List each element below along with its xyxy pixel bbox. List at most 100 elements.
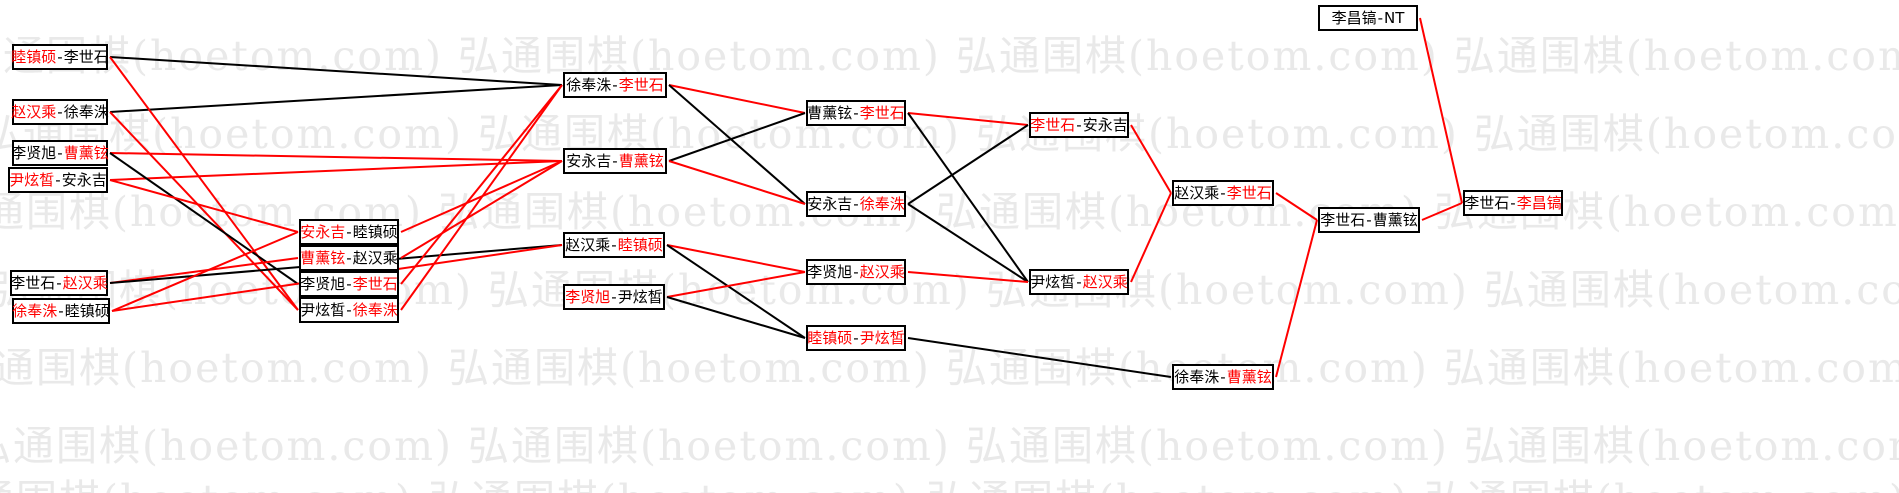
versus-separator: - (612, 75, 618, 94)
player-one: 尹炫皙 (1030, 272, 1076, 291)
versus-separator: - (612, 151, 618, 170)
match-node[interactable]: 曹薰铉-李世石 (806, 100, 906, 126)
player-one: 安永吉 (566, 151, 612, 170)
versus-separator: - (57, 102, 63, 121)
player-one: 徐奉洙 (1174, 367, 1220, 386)
player-one: 尹炫皙 (300, 300, 346, 319)
match-node[interactable]: 睦镇硕-李世石 (11, 44, 109, 70)
player-two: 曹薰铉 (1226, 367, 1272, 386)
player-two: 赵汉乘 (352, 248, 398, 267)
versus-separator: - (611, 235, 617, 254)
match-node[interactable]: 尹炫皙-赵汉乘 (1029, 269, 1129, 295)
player-two: 徐奉洙 (859, 194, 905, 213)
player-two: 赵汉乘 (62, 273, 108, 292)
versus-separator: - (1220, 367, 1226, 386)
player-one: 李世石 (10, 273, 56, 292)
match-node[interactable]: 李世石-安永吉 (1029, 112, 1129, 138)
match-node[interactable]: 睦镇硕-尹炫皙 (806, 325, 906, 351)
player-one: 李贤旭 (11, 143, 57, 162)
versus-separator: - (57, 47, 63, 66)
player-one: 安永吉 (300, 222, 346, 241)
match-node[interactable]: 徐奉洙-曹薰铉 (1172, 364, 1274, 390)
player-two: 徐奉洙 (63, 102, 109, 121)
match-node[interactable]: 徐奉洙-李世石 (563, 72, 667, 98)
player-one: 李贤旭 (300, 274, 346, 293)
player-one: 尹炫皙 (9, 170, 55, 189)
player-two: 曹薰铉 (63, 143, 109, 162)
player-one: 李贤旭 (807, 262, 853, 281)
player-one: 赵汉乘 (11, 102, 57, 121)
player-two: 赵汉乘 (1082, 272, 1128, 291)
player-two: 睦镇硕 (352, 222, 398, 241)
player-one: 曹薰铉 (807, 103, 853, 122)
player-two: NT (1384, 8, 1405, 27)
versus-separator: - (57, 143, 63, 162)
match-node[interactable]: 赵汉乘-睦镇硕 (563, 232, 665, 258)
player-two: 安永吉 (61, 170, 107, 189)
player-two: 李世石 (352, 274, 398, 293)
versus-separator: - (56, 273, 62, 292)
match-node[interactable]: 李世石-李昌镐 (1463, 190, 1563, 216)
player-one: 睦镇硕 (807, 328, 853, 347)
match-node[interactable]: 安永吉-睦镇硕 (299, 219, 399, 245)
match-node[interactable]: 安永吉-曹薰铉 (563, 148, 667, 174)
versus-separator: - (1076, 272, 1082, 291)
player-two: 曹薰铉 (618, 151, 664, 170)
match-node[interactable]: 徐奉洙-睦镇硕 (12, 298, 110, 324)
player-one: 徐奉洙 (12, 301, 58, 320)
match-node[interactable]: 李世石-赵汉乘 (10, 270, 108, 296)
player-two: 徐奉洙 (352, 300, 398, 319)
versus-separator: - (1366, 210, 1372, 229)
player-two: 尹炫皙 (859, 328, 905, 347)
match-node[interactable]: 李贤旭-曹薰铉 (11, 140, 109, 166)
player-two: 李世石 (618, 75, 664, 94)
player-one: 李世石 (1030, 115, 1076, 134)
versus-separator: - (1377, 8, 1384, 27)
match-node[interactable]: 李世石-曹薰铉 (1318, 207, 1420, 233)
match-node[interactable]: 李昌镐-NT (1318, 5, 1418, 31)
player-two: 安永吉 (1082, 115, 1128, 134)
match-node[interactable]: 曹薰铉-赵汉乘 (299, 245, 399, 271)
player-one: 李世石 (1464, 193, 1510, 212)
player-one: 安永吉 (807, 194, 853, 213)
match-node[interactable]: 李贤旭-李世石 (299, 271, 399, 297)
player-two: 赵汉乘 (859, 262, 905, 281)
versus-separator: - (346, 222, 352, 241)
player-one: 赵汉乘 (1174, 183, 1220, 202)
versus-separator: - (1510, 193, 1516, 212)
player-two: 睦镇硕 (64, 301, 110, 320)
match-node[interactable]: 李贤旭-赵汉乘 (806, 259, 906, 285)
player-one: 曹薰铉 (300, 248, 346, 267)
player-one: 李世石 (1320, 210, 1366, 229)
versus-separator: - (346, 300, 352, 319)
player-two: 睦镇硕 (617, 235, 663, 254)
player-two: 李世石 (859, 103, 905, 122)
versus-separator: - (346, 248, 352, 267)
versus-separator: - (58, 301, 64, 320)
versus-separator: - (611, 287, 617, 306)
match-node[interactable]: 李贤旭-尹炫皙 (563, 284, 665, 310)
match-node[interactable]: 赵汉乘-徐奉洙 (11, 99, 109, 125)
versus-separator: - (346, 274, 352, 293)
versus-separator: - (853, 328, 859, 347)
versus-separator: - (55, 170, 61, 189)
player-two: 李世石 (1226, 183, 1272, 202)
match-node[interactable]: 尹炫皙-徐奉洙 (299, 297, 399, 323)
versus-separator: - (1076, 115, 1082, 134)
player-two: 尹炫皙 (617, 287, 663, 306)
versus-separator: - (853, 194, 859, 213)
player-one: 徐奉洙 (566, 75, 612, 94)
player-two: 李世石 (63, 47, 109, 66)
match-node[interactable]: 赵汉乘-李世石 (1172, 180, 1274, 206)
player-one: 睦镇硕 (11, 47, 57, 66)
versus-separator: - (853, 262, 859, 281)
match-node[interactable]: 安永吉-徐奉洙 (806, 191, 906, 217)
player-two: 曹薰铉 (1372, 210, 1418, 229)
player-one: 赵汉乘 (565, 235, 611, 254)
versus-separator: - (853, 103, 859, 122)
versus-separator: - (1220, 183, 1226, 202)
player-one: 李贤旭 (565, 287, 611, 306)
match-node[interactable]: 尹炫皙-安永吉 (8, 167, 108, 193)
